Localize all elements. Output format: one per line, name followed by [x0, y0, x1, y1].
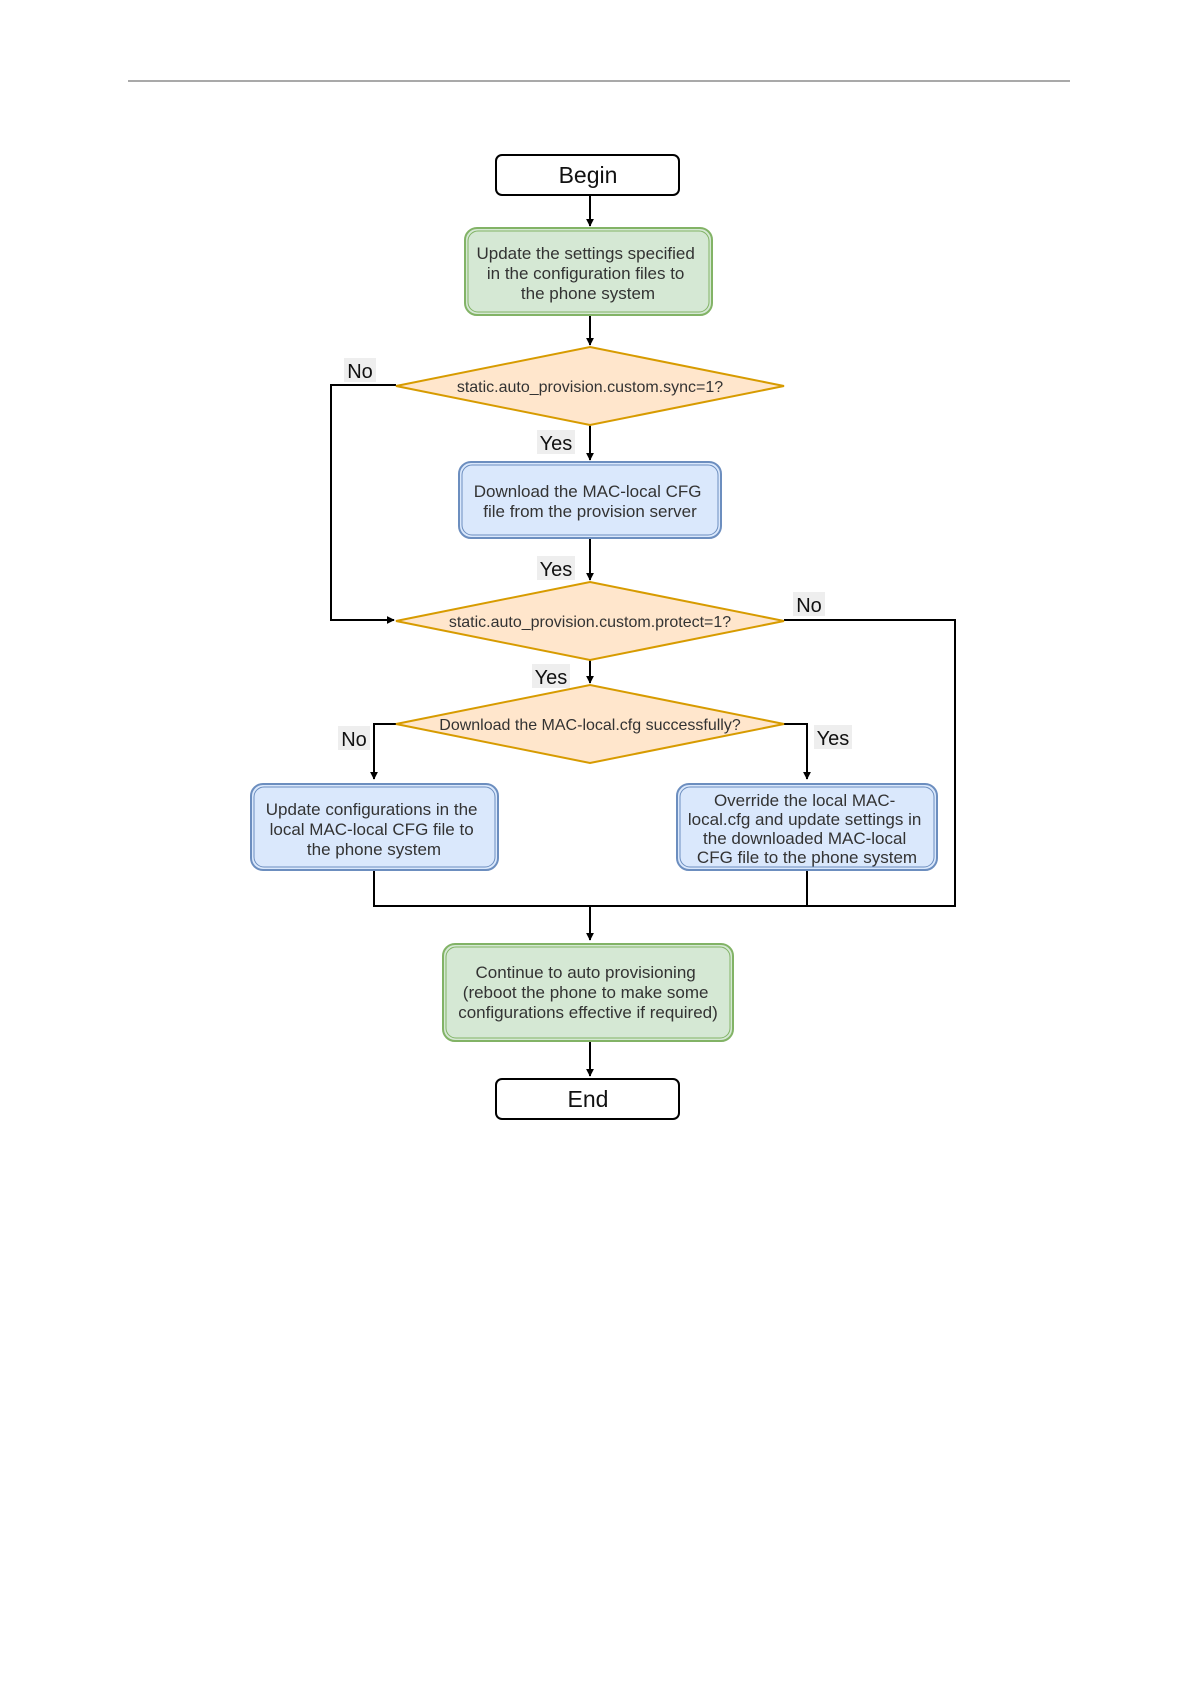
label-protect-yes: Yes	[532, 664, 570, 689]
decision-protect-text: static.auto_provision.custom.protect=1?	[449, 614, 731, 631]
edge-sync-no	[330, 384, 396, 624]
svg-text:No: No	[796, 595, 822, 617]
svg-text:Yes: Yes	[817, 728, 850, 750]
decision-sync-node: static.auto_provision.custom.sync=1?	[395, 345, 785, 427]
update-local-text: Update configurations in the local MAC-l…	[266, 800, 482, 859]
svg-text:Yes: Yes	[535, 667, 568, 689]
header-rule	[128, 80, 1070, 82]
svg-text:Yes: Yes	[540, 559, 573, 581]
continue-provisioning-node: Continue to auto provisioning (reboot th…	[442, 943, 734, 1042]
begin-label: Begin	[559, 162, 618, 188]
update-settings-node: Update the settings specified in the con…	[464, 227, 713, 316]
edge-update-local-merge	[373, 870, 807, 907]
edge-labels: No Yes Yes No Yes No	[338, 358, 852, 751]
download-mac-local-node: Download the MAC-local CFG file from the…	[458, 461, 722, 539]
label-download-yes: Yes	[537, 556, 575, 581]
edge-success-yes	[784, 723, 811, 780]
label-protect-no: No	[793, 592, 825, 617]
label-sync-no: No	[344, 358, 376, 383]
end-label: End	[568, 1086, 609, 1112]
connectors	[330, 195, 956, 1077]
override-local-node: Override the local MAC- local.cfg and up…	[676, 783, 938, 871]
label-success-no: No	[338, 726, 370, 751]
begin-node: Begin	[495, 154, 680, 196]
label-success-yes: Yes	[814, 725, 852, 750]
decision-protect-node: static.auto_provision.custom.protect=1?	[395, 580, 785, 662]
decision-download-success-text: Download the MAC-local.cfg successfully?	[439, 717, 741, 734]
override-local-text: Override the local MAC- local.cfg and up…	[688, 791, 926, 867]
svg-text:Yes: Yes	[540, 433, 573, 455]
label-sync-yes: Yes	[537, 430, 575, 455]
continue-provisioning-text: Continue to auto provisioning (reboot th…	[458, 963, 718, 1022]
download-mac-local-text: Download the MAC-local CFG file from the…	[474, 482, 706, 521]
end-node: End	[495, 1078, 680, 1120]
edge-success-no	[370, 723, 396, 780]
svg-text:No: No	[347, 361, 373, 383]
update-local-node: Update configurations in the local MAC-l…	[250, 783, 499, 871]
decision-sync-text: static.auto_provision.custom.sync=1?	[457, 379, 723, 396]
decision-download-success-node: Download the MAC-local.cfg successfully?	[395, 683, 785, 765]
svg-text:No: No	[341, 729, 367, 751]
update-settings-text: Update the settings specified in the con…	[476, 244, 699, 303]
